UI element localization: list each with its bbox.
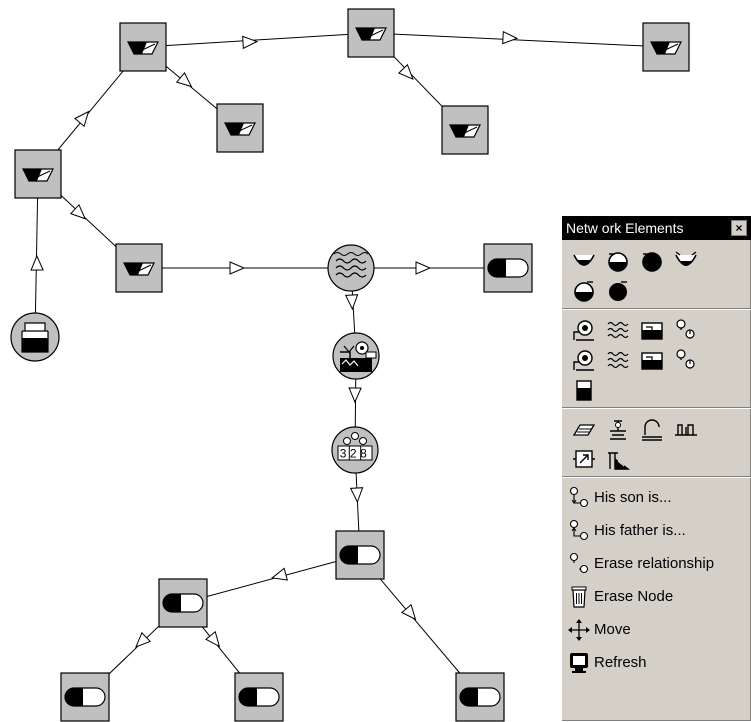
junction-alt-tool-icon[interactable] — [674, 348, 698, 372]
command-refresh[interactable]: Refresh — [562, 646, 751, 679]
command-erase-node[interactable]: Erase Node — [562, 580, 751, 613]
node-reservoir[interactable] — [642, 22, 690, 72]
erase-relationship-icon — [569, 552, 589, 573]
palette-commands: His son is... His father is... Erase rel… — [562, 477, 751, 679]
pump-station-alt-tool-icon[interactable] — [572, 348, 596, 372]
arrowhead — [229, 261, 245, 275]
tank-half-tool-icon[interactable] — [606, 249, 630, 273]
water-body-tool-icon[interactable] — [606, 318, 630, 342]
command-label: His son is... — [594, 489, 672, 506]
node-reservoir[interactable] — [14, 149, 62, 199]
command-erase-relationship[interactable]: Erase relationship — [562, 547, 751, 580]
gate-tool-icon[interactable] — [572, 447, 596, 471]
command-his-father-is[interactable]: His father is... — [562, 514, 751, 547]
node-reservoir[interactable] — [115, 243, 163, 293]
command-label: Move — [594, 621, 631, 638]
arrowhead — [270, 567, 288, 585]
arrowhead — [242, 35, 258, 49]
tank-icon — [487, 258, 529, 278]
node-tank[interactable] — [158, 578, 208, 628]
edge — [142, 32, 372, 48]
tank-icon — [339, 545, 381, 565]
treatment-plant-icon — [340, 341, 377, 372]
reservoir-icon — [224, 122, 256, 136]
palette-title: Netw ork Elements — [566, 220, 684, 236]
command-label: Refresh — [594, 654, 647, 671]
network-elements-palette: Netw ork Elements × — [561, 215, 751, 721]
node-reservoir[interactable] — [441, 105, 489, 155]
tank-half-alt-tool-icon[interactable] — [572, 279, 596, 303]
father-relation-icon — [569, 519, 589, 540]
palette-section-infrastructure — [562, 408, 751, 477]
arrowhead — [398, 64, 418, 84]
node-tank[interactable] — [483, 243, 533, 293]
reservoir-icon — [123, 262, 155, 276]
refresh-monitor-icon — [570, 652, 588, 673]
close-button[interactable]: × — [731, 220, 747, 236]
palette-title-bar[interactable]: Netw ork Elements × — [562, 216, 751, 240]
demand-tank-tool-icon[interactable] — [572, 378, 596, 402]
weir-tool-icon[interactable] — [674, 417, 698, 441]
reservoir-icon — [22, 168, 54, 182]
meter-icon: 328 — [337, 432, 373, 461]
son-relation-icon — [569, 486, 589, 507]
node-tank[interactable] — [335, 530, 385, 580]
treatment-plant-alt-tool-icon[interactable] — [640, 348, 664, 372]
node-reservoir[interactable] — [119, 22, 167, 72]
arrowhead — [415, 261, 431, 275]
dam-tool-icon[interactable] — [640, 417, 664, 441]
node-reservoir[interactable] — [347, 8, 395, 58]
canal-tool-icon[interactable] — [572, 417, 596, 441]
palette-section-components — [562, 309, 751, 408]
command-his-son-is[interactable]: His son is... — [562, 481, 751, 514]
node-tank[interactable] — [455, 672, 505, 722]
move-icon — [568, 618, 590, 641]
node-tank[interactable] — [234, 672, 284, 722]
node-water-body[interactable] — [327, 244, 375, 292]
command-label: His father is... — [594, 522, 686, 539]
node-demand[interactable] — [10, 312, 60, 362]
tank-full-tool-icon[interactable] — [640, 249, 664, 273]
hydro-plant-tool-icon[interactable] — [606, 447, 630, 471]
node-tank[interactable] — [60, 672, 110, 722]
command-label: Erase Node — [594, 588, 674, 605]
pump-station-tool-icon[interactable] — [572, 318, 596, 342]
arrowhead — [131, 632, 151, 652]
edge — [182, 554, 361, 604]
reservoir-alt-tool-icon[interactable] — [674, 249, 698, 273]
arrowhead — [345, 294, 359, 310]
command-label: Erase relationship — [594, 555, 715, 572]
demand-tank-icon — [21, 322, 49, 353]
node-meter[interactable]: 328 — [331, 426, 379, 474]
water-waves-icon — [333, 252, 369, 278]
edge — [34, 173, 39, 338]
tank-icon — [162, 593, 204, 613]
arrowhead — [30, 255, 44, 271]
meter-digits: 328 — [340, 447, 371, 461]
reservoir-icon — [449, 124, 481, 138]
arrowhead — [350, 487, 364, 503]
reservoir-icon — [127, 41, 159, 55]
reservoir-tool-icon[interactable] — [572, 249, 596, 273]
junction-tool-icon[interactable] — [674, 318, 698, 342]
node-treatment-plant[interactable] — [332, 332, 380, 380]
tank-icon — [459, 687, 501, 707]
tank-icon — [238, 687, 280, 707]
water-body-alt-tool-icon[interactable] — [606, 348, 630, 372]
node-reservoir[interactable] — [216, 103, 264, 153]
tank-full-alt-tool-icon[interactable] — [606, 279, 630, 303]
trash-icon — [571, 586, 587, 608]
tank-icon — [64, 687, 106, 707]
edge — [370, 32, 667, 48]
treatment-plant-tool-icon[interactable] — [640, 318, 664, 342]
arrowhead — [502, 31, 518, 45]
reservoir-icon — [355, 27, 387, 41]
reservoir-icon — [650, 41, 682, 55]
well-tool-icon[interactable] — [606, 417, 630, 441]
palette-section-storage — [562, 240, 751, 309]
command-move[interactable]: Move — [562, 613, 751, 646]
arrowhead — [348, 387, 362, 403]
